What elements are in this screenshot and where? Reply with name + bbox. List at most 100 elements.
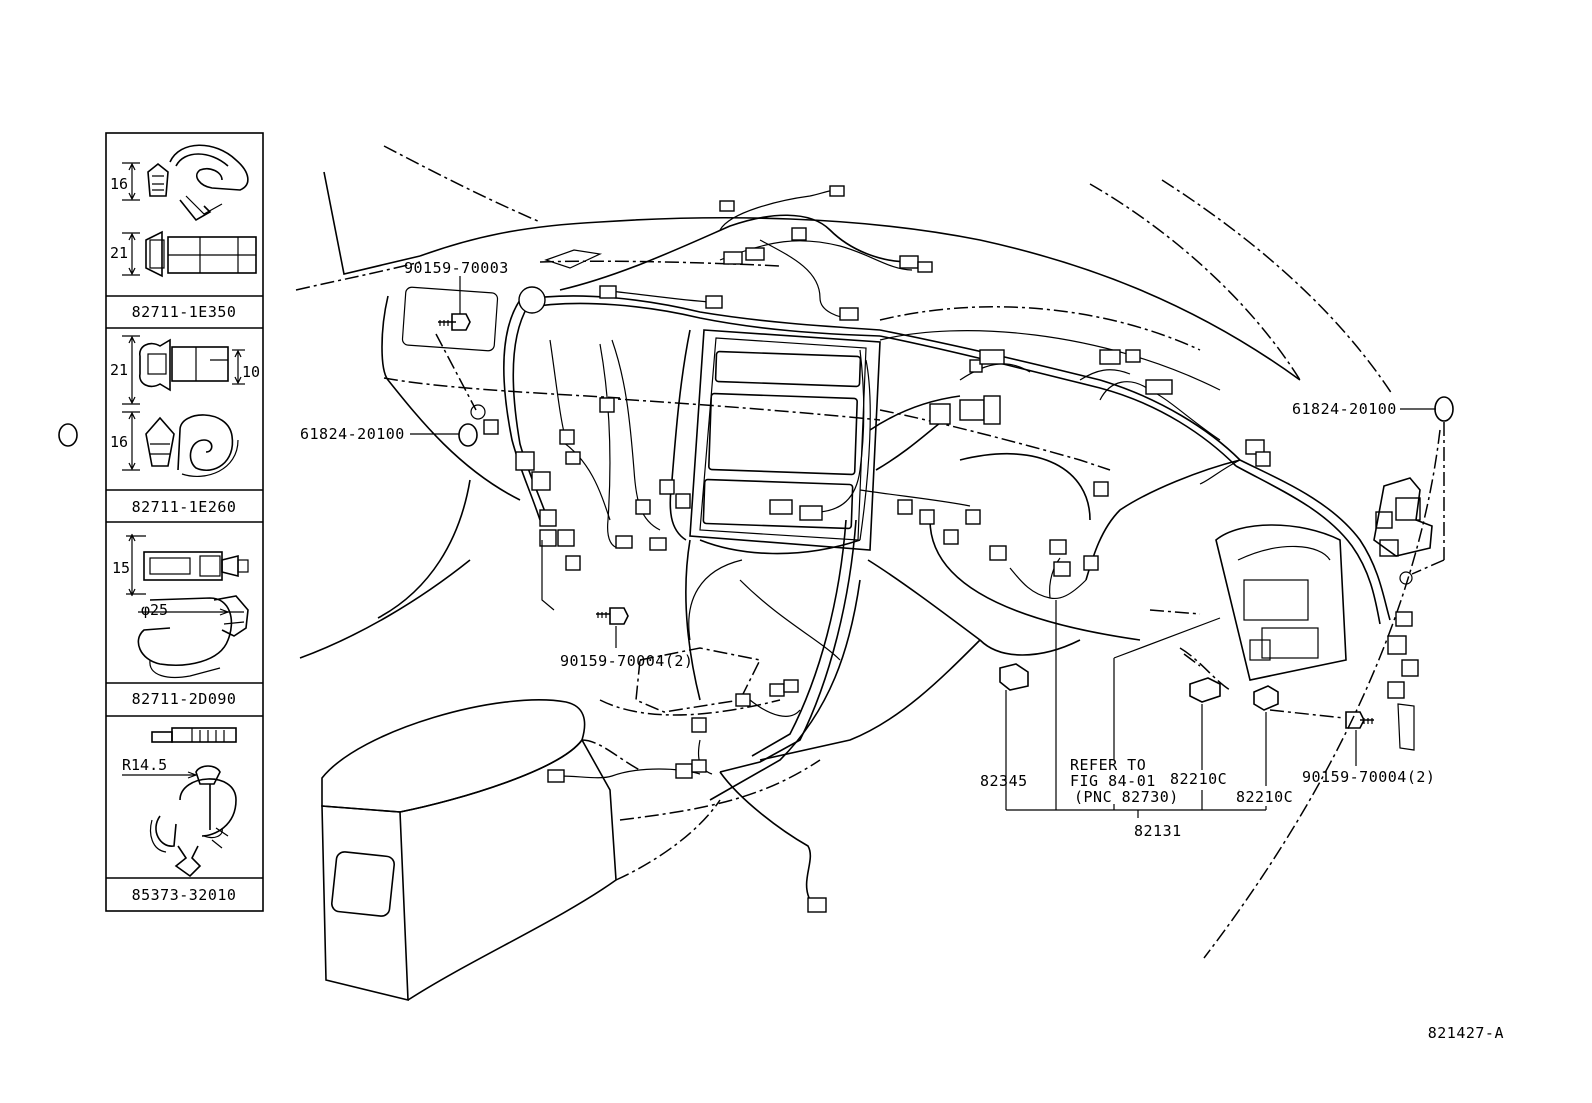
connector — [599, 397, 615, 413]
connector — [1387, 635, 1407, 655]
grommet-left-icon — [458, 423, 478, 447]
connector — [1083, 555, 1099, 571]
connector — [691, 759, 707, 773]
connector — [745, 247, 765, 261]
connector — [1395, 611, 1413, 627]
connector — [659, 479, 675, 495]
grommet-hole-icon — [470, 404, 486, 420]
connector — [1245, 439, 1265, 455]
clip-4-part-number: 85373-32010 — [132, 886, 237, 904]
connector — [783, 679, 799, 693]
connector — [615, 535, 633, 549]
clip-panel-group: 16 21 82711-1E350 21 — [105, 132, 264, 912]
connector — [917, 261, 933, 273]
connector — [929, 403, 951, 425]
connector — [1053, 561, 1071, 577]
clip-2-dim-10: 10 — [242, 363, 260, 381]
clip-4-dim-r14-5: R14.5 — [122, 756, 167, 774]
grommet-right-icon — [1434, 396, 1454, 422]
connector — [547, 769, 565, 783]
connector — [1379, 539, 1399, 557]
connector — [705, 295, 723, 309]
connector — [965, 509, 981, 525]
clip-85373-32010-drawing — [122, 727, 237, 878]
callout-relay-82345: 82345 — [980, 772, 1028, 790]
relay-82345-icon — [999, 663, 1029, 691]
connector — [1049, 539, 1067, 555]
callout-refer-line-2: FIG 84-01 — [1070, 772, 1156, 790]
connector — [565, 555, 581, 571]
figure-code: 821427-A — [1428, 1024, 1504, 1042]
connector — [515, 451, 535, 471]
connector — [557, 529, 575, 547]
connector — [897, 499, 913, 515]
connector — [919, 509, 935, 525]
clip-2-dim-16: 16 — [110, 433, 128, 451]
wire-harness-82131 — [483, 185, 1421, 913]
connector — [531, 471, 551, 491]
connector-82210C-b-icon — [1253, 685, 1279, 711]
connector — [791, 227, 807, 241]
clip-1-dim-16: 16 — [110, 175, 128, 193]
callout-parts — [58, 276, 1454, 818]
clip-2-dim-21: 21 — [110, 361, 128, 379]
clip-1-part-number: 82711-1E350 — [132, 303, 237, 321]
connector — [483, 419, 499, 435]
grommet-icon — [58, 423, 78, 447]
callout-connector-82210C-b: 82210C — [1236, 788, 1293, 806]
connector — [769, 499, 793, 515]
clip-3-dim-phi25: φ25 — [141, 601, 168, 619]
connector — [719, 200, 735, 212]
clip-3-part-number: 82711-2D090 — [132, 690, 237, 708]
callout-refer-line-3: (PNC 82730) — [1074, 788, 1179, 806]
clip-82711-1E350-drawing — [122, 144, 257, 278]
connector — [1099, 349, 1121, 365]
callout-bolt-90159-70004-right: 90159-70004(2) — [1302, 768, 1435, 786]
connector — [565, 451, 581, 465]
connector — [989, 545, 1007, 561]
callout-connector-82210C-a: 82210C — [1170, 770, 1227, 788]
connector — [675, 763, 693, 779]
instrument-panel-drawing — [295, 145, 1441, 1002]
clip-82711-2D090-drawing — [126, 533, 249, 679]
callout-refer-line-1: REFER TO — [1070, 756, 1146, 774]
connector — [649, 537, 667, 551]
bolt-center-icon — [596, 607, 629, 625]
harness-connectors — [483, 185, 1421, 913]
bolt-right-icon — [1345, 711, 1374, 729]
connector — [769, 683, 785, 697]
connector — [599, 285, 617, 299]
connector — [559, 429, 575, 445]
connector — [675, 493, 691, 509]
callout-grommet-61824-20100-left: 61824-20100 — [300, 425, 405, 443]
connector — [959, 399, 985, 421]
connector — [969, 359, 983, 373]
connector — [1375, 511, 1393, 529]
connector — [899, 255, 919, 269]
callout-grommet-61824-20100-right: 61824-20100 — [1292, 400, 1397, 418]
connector — [1145, 379, 1173, 395]
connector — [839, 307, 859, 321]
connector — [1093, 481, 1109, 497]
connector — [983, 395, 1001, 425]
clip-82711-1E260-drawing — [122, 335, 245, 478]
callout-bolt-90159-70004-center: 90159-70004(2) — [560, 652, 693, 670]
clip-3-dim-15: 15 — [112, 559, 130, 577]
grommet — [518, 286, 546, 314]
connector — [807, 897, 827, 913]
connector — [691, 717, 707, 733]
callout-wire-82131: 82131 — [1134, 822, 1182, 840]
clip-1-dim-21: 21 — [110, 244, 128, 262]
connector — [1387, 681, 1405, 699]
bolt-icon — [438, 313, 471, 331]
connector — [735, 693, 751, 707]
connector — [1401, 659, 1419, 677]
connector — [723, 251, 743, 265]
connector — [1395, 497, 1421, 521]
connector — [979, 349, 1005, 365]
connector — [1255, 451, 1271, 467]
connector — [1125, 349, 1141, 363]
bracket-icon — [1373, 477, 1433, 557]
